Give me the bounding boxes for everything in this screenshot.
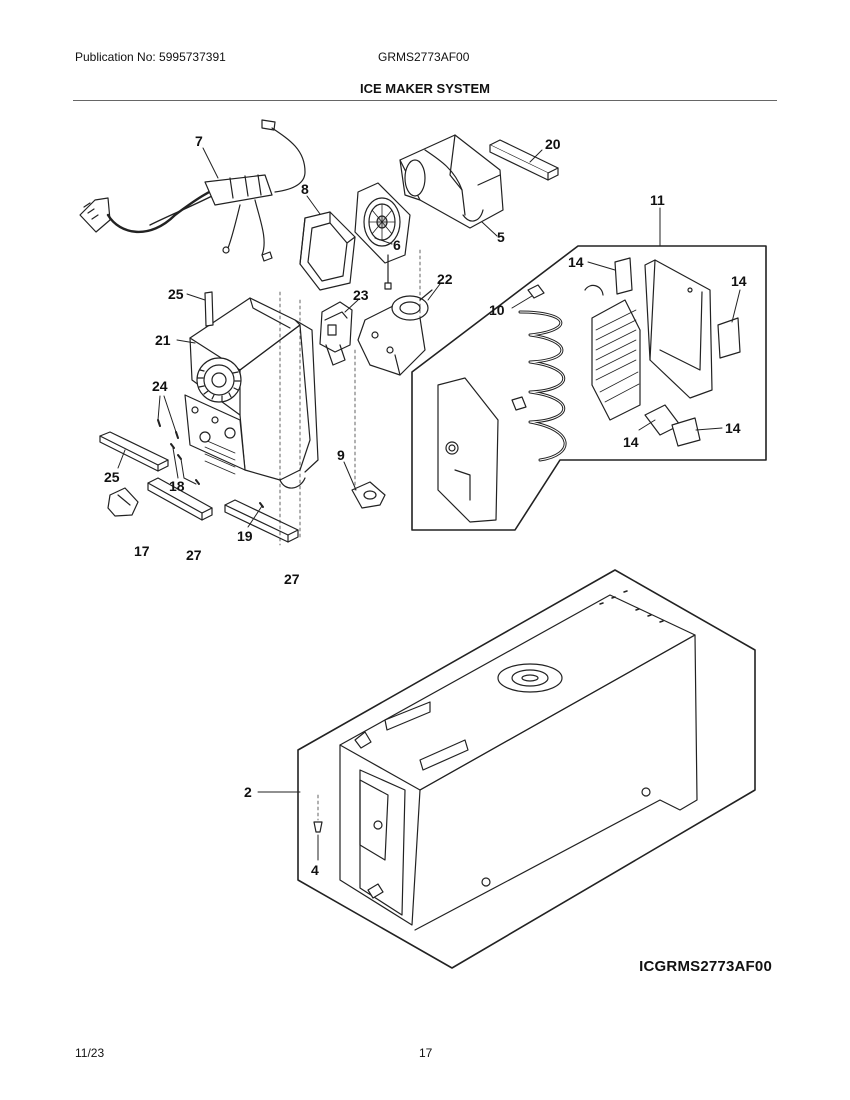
callout-8: 8 [301, 181, 309, 197]
foam-strip-part-20 [489, 139, 559, 181]
callout-25-upper: 25 [168, 286, 184, 302]
foam-strip-part-27-left [147, 477, 213, 521]
callout-6: 6 [393, 237, 401, 253]
leader-lines [117, 147, 741, 861]
page-number: 17 [419, 1046, 433, 1060]
model-number: GRMS2773AF00 [378, 50, 470, 64]
callout-14-right: 14 [731, 273, 747, 289]
ice-maker-module-part-21 [184, 297, 319, 489]
callout-14-bottom-left: 14 [623, 434, 639, 450]
page-title: ICE MAKER SYSTEM [359, 81, 490, 96]
publication-number: Publication No: 5995737391 [75, 50, 226, 64]
strip-part-25-upper [204, 291, 214, 327]
callout-23: 23 [353, 287, 369, 303]
clip-part-17 [107, 487, 139, 517]
callout-14-top: 14 [568, 254, 584, 270]
bracket-part-9 [351, 481, 386, 509]
callout-2: 2 [244, 784, 252, 800]
assembly-guide-lines [279, 249, 421, 821]
callout-5: 5 [497, 229, 505, 245]
callout-10: 10 [489, 302, 505, 318]
fan-part-6 [354, 182, 411, 290]
evaporator-assembly-group-11 [411, 245, 767, 531]
callout-22: 22 [437, 271, 453, 287]
callout-18: 18 [169, 478, 185, 494]
callout-20: 20 [545, 136, 561, 152]
callout-24: 24 [152, 378, 168, 394]
callout-17: 17 [134, 543, 150, 559]
strip-part-25-lower [99, 431, 169, 472]
switch-assembly-part-23 [319, 301, 353, 366]
footer-date: 11/23 [75, 1046, 105, 1060]
callout-9: 9 [337, 447, 345, 463]
callout-27-right: 27 [284, 571, 300, 587]
callout-25-lower: 25 [104, 469, 120, 485]
drive-motor-part-22 [357, 289, 433, 376]
drawing-id: ICGRMS2773AF00 [639, 958, 772, 975]
wire-harness-part-7 [79, 119, 306, 262]
fan-housing-part-5 [399, 134, 504, 229]
callout-14-bottom-right: 14 [725, 420, 741, 436]
screws-parts-24-18-19 [157, 419, 264, 508]
callout-19: 19 [237, 528, 253, 544]
ice-bucket-group-2 [297, 569, 756, 969]
callout-7: 7 [195, 133, 203, 149]
callout-21: 21 [155, 332, 171, 348]
header-divider [73, 100, 777, 101]
callout-4: 4 [311, 862, 319, 878]
callout-27-left: 27 [186, 547, 202, 563]
callout-11: 11 [650, 192, 665, 208]
fan-shroud-part-8 [299, 211, 356, 291]
